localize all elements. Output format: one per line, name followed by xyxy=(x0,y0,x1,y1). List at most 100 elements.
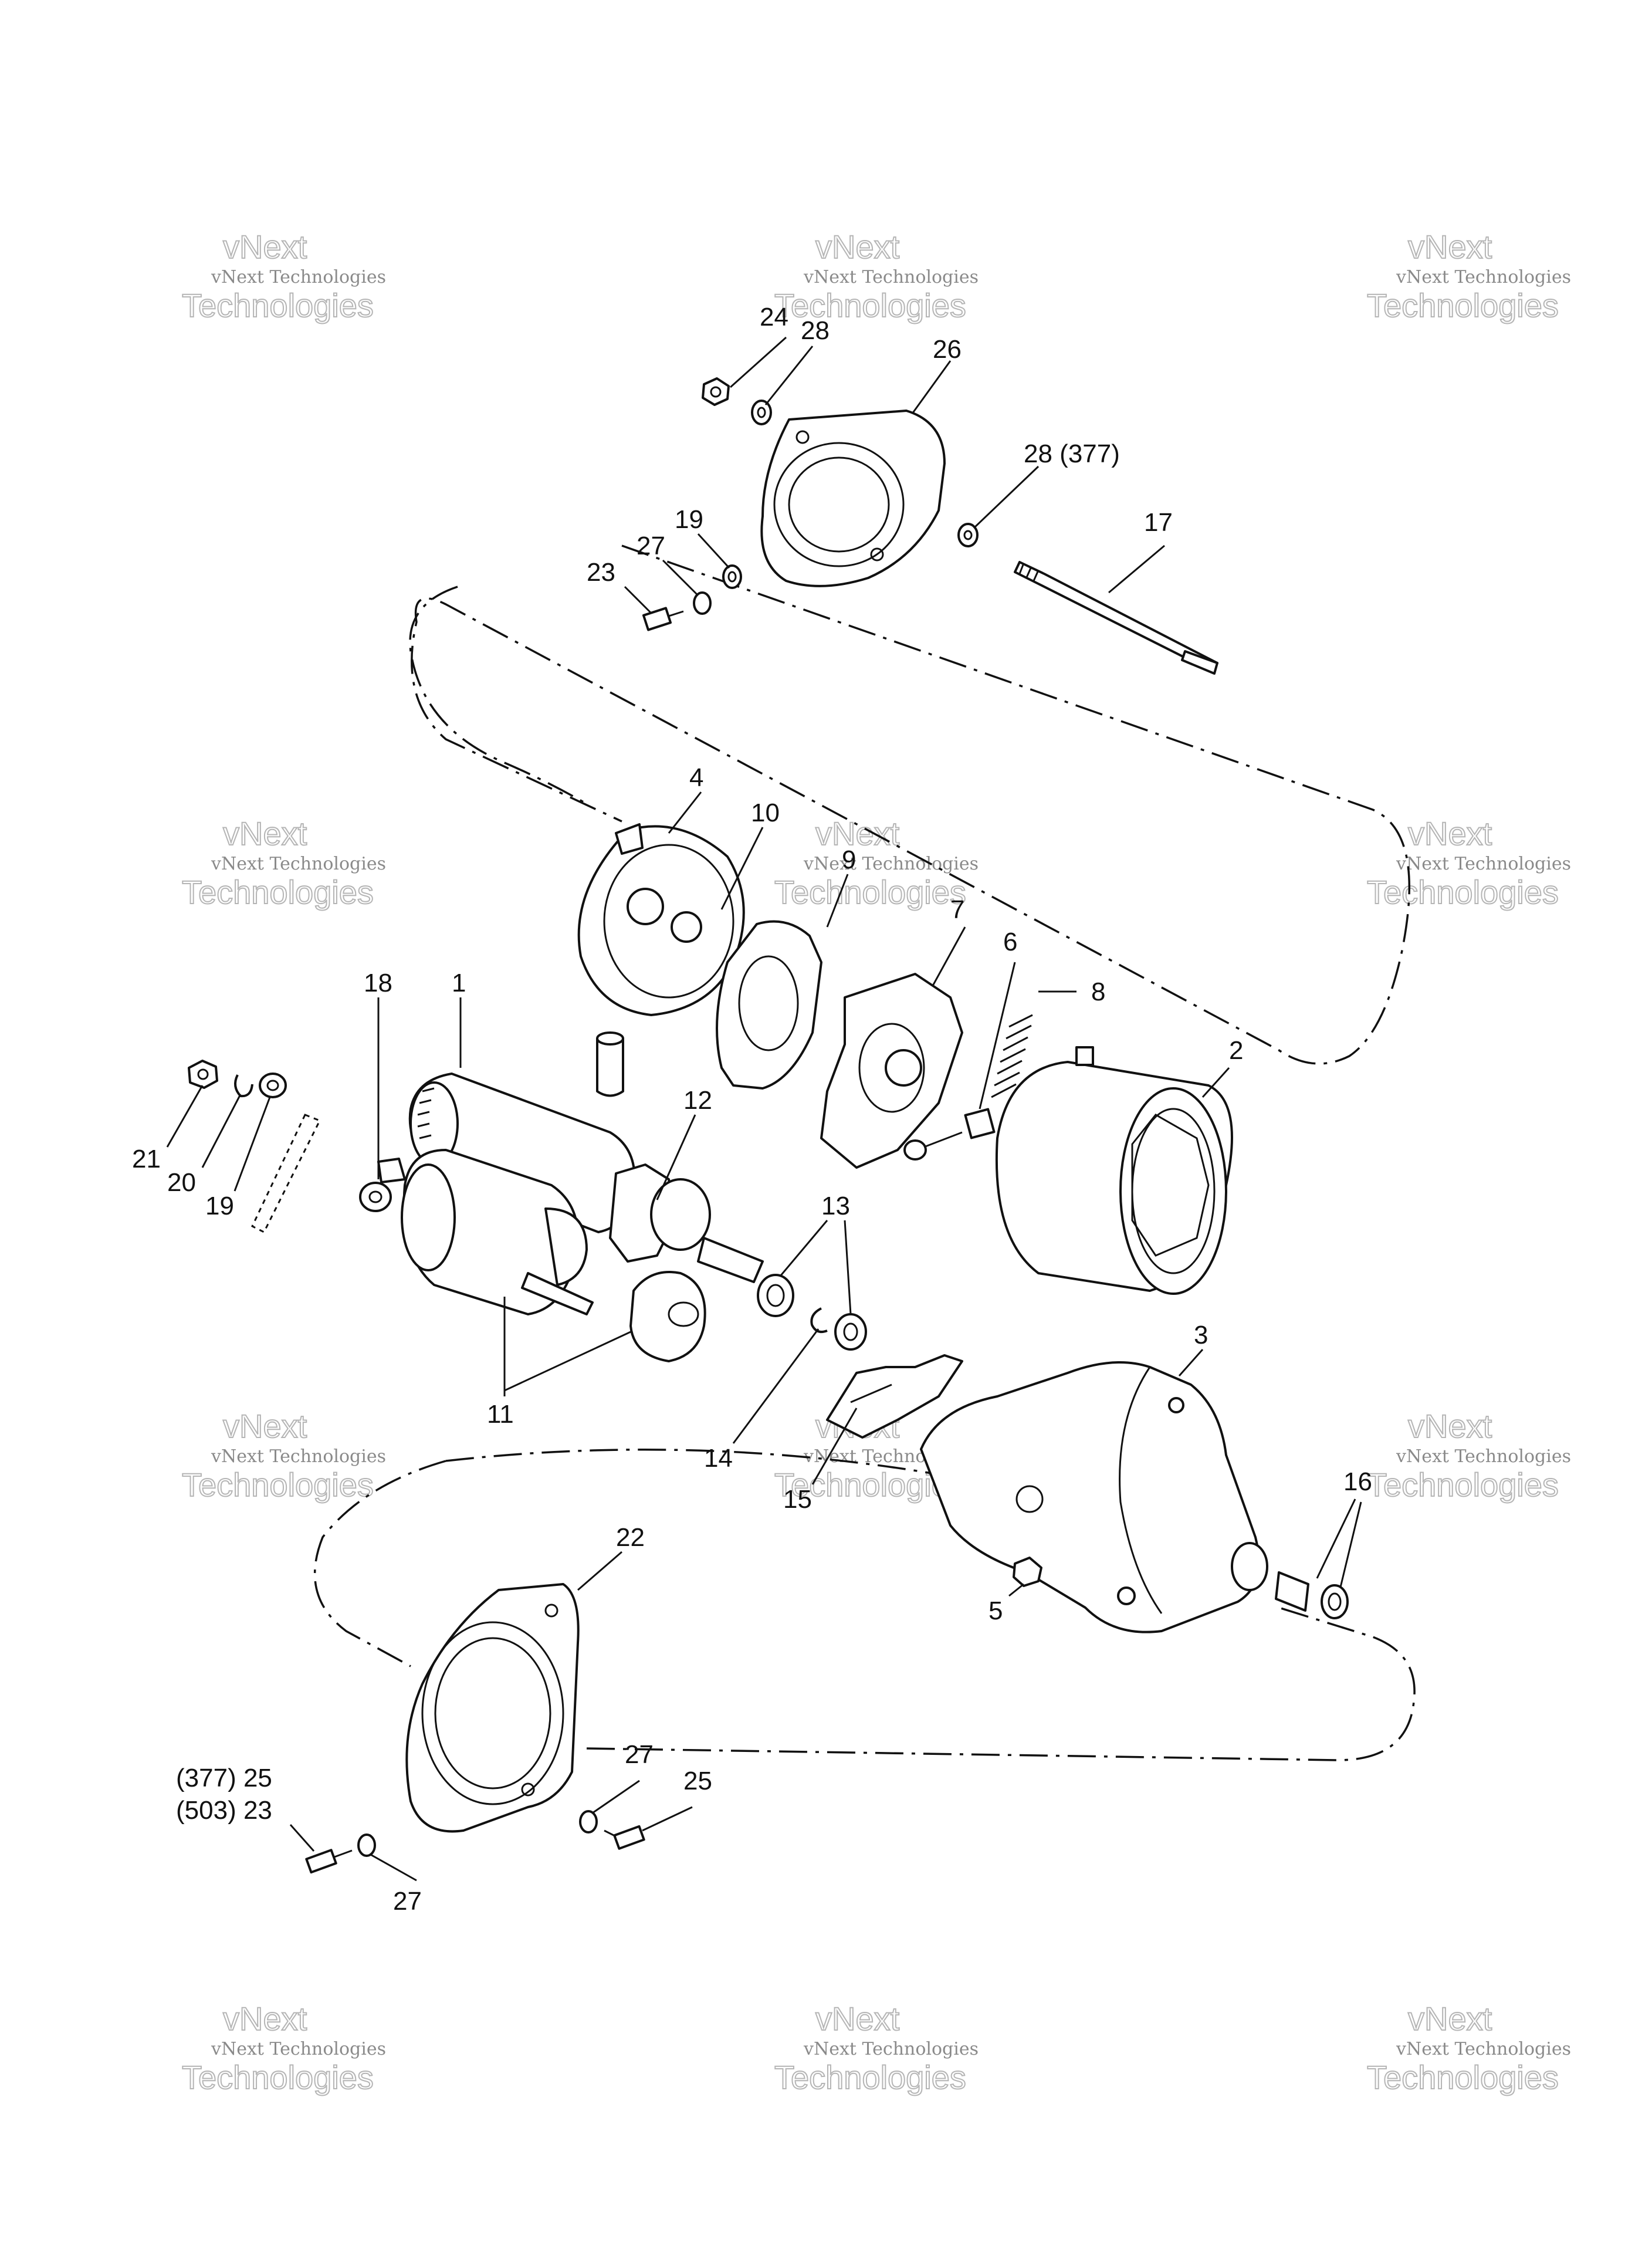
callout-16: 16 xyxy=(1343,1467,1372,1496)
svg-text:vNext: vNext xyxy=(1408,228,1492,265)
svg-text:Technologies: Technologies xyxy=(1367,287,1559,324)
watermark-lower-left: vNext vNext Technologies Technologies xyxy=(181,1407,386,1504)
nut-5 xyxy=(1013,1557,1042,1587)
svg-text:vNext: vNext xyxy=(1408,815,1492,852)
bushing-16 xyxy=(1275,1571,1349,1619)
washer-28-377 xyxy=(957,523,979,547)
svg-text:vNext: vNext xyxy=(815,815,900,852)
callout-28-377: 28 (377) xyxy=(1024,439,1120,468)
screw-25-left xyxy=(305,1849,353,1874)
brush-6 xyxy=(964,1108,996,1139)
lower-group-outline-top xyxy=(445,1449,963,1480)
callout-25-right: 25 xyxy=(683,1767,712,1795)
svg-text:vNext Technologies: vNext Technologies xyxy=(1396,854,1571,874)
callout-2: 2 xyxy=(1229,1036,1243,1065)
svg-text:vNext: vNext xyxy=(223,2000,307,2037)
watermark-lower-right: vNext vNext Technologies Technologies xyxy=(1366,1407,1571,1504)
callout-503-23: (503) 23 xyxy=(176,1796,272,1825)
callout-19-left: 19 xyxy=(205,1192,234,1220)
screw-23-top xyxy=(642,607,684,631)
brush-holder-7 xyxy=(820,973,963,1169)
washer-27-left xyxy=(357,1833,376,1857)
callout-21: 21 xyxy=(132,1145,161,1173)
callout-27-top: 27 xyxy=(637,532,665,560)
callout-7: 7 xyxy=(950,895,964,924)
bearing-13 xyxy=(757,1274,794,1317)
svg-text:vNext Technologies: vNext Technologies xyxy=(211,854,386,874)
through-bolt-17 xyxy=(1014,561,1218,675)
svg-text:Technologies: Technologies xyxy=(774,874,966,911)
svg-text:vNext Technologies: vNext Technologies xyxy=(1396,2039,1571,2059)
lever-15 xyxy=(826,1354,963,1439)
washer-20 xyxy=(234,1074,253,1098)
washer-27-right xyxy=(579,1810,598,1833)
svg-text:vNext Technologies: vNext Technologies xyxy=(803,267,979,287)
svg-text:Technologies: Technologies xyxy=(182,2059,374,2096)
drive-housing-3 xyxy=(920,1361,1268,1633)
svg-text:Technologies: Technologies xyxy=(774,2059,966,2096)
upper-group-outline xyxy=(411,544,1411,1065)
lower-group-outline xyxy=(313,1460,1416,1761)
callout-8: 8 xyxy=(1091,977,1105,1006)
svg-text:Technologies: Technologies xyxy=(1367,2059,1559,2096)
callout-3: 3 xyxy=(1194,1321,1208,1349)
svg-text:vNext: vNext xyxy=(223,228,307,265)
svg-text:Technologies: Technologies xyxy=(1367,874,1559,911)
callout-28: 28 xyxy=(801,316,830,345)
leader-lines xyxy=(166,336,1362,1882)
callout-15: 15 xyxy=(783,1485,812,1514)
watermark-mid-right: vNext vNext Technologies Technologies xyxy=(1366,814,1571,911)
callout-5: 5 xyxy=(989,1596,1003,1625)
callout-24: 24 xyxy=(760,303,788,331)
watermark-bottom-right: vNext vNext Technologies Technologies xyxy=(1366,2000,1571,2096)
callout-26: 26 xyxy=(933,335,962,364)
stud-dashed xyxy=(251,1114,321,1234)
svg-text:vNext: vNext xyxy=(1408,2000,1492,2037)
solenoid-11 xyxy=(377,1149,594,1315)
svg-text:Technologies: Technologies xyxy=(774,287,966,324)
housing-2 xyxy=(995,1046,1233,1295)
svg-text:vNext: vNext xyxy=(223,1408,307,1445)
svg-text:vNext: vNext xyxy=(223,815,307,852)
screw-25-right xyxy=(604,1825,645,1850)
callout-6: 6 xyxy=(1003,928,1017,956)
callout-18: 18 xyxy=(364,969,392,997)
nut-24 xyxy=(702,377,730,406)
callout-19-top: 19 xyxy=(675,505,703,534)
callout-10: 10 xyxy=(751,799,780,827)
callout-12: 12 xyxy=(683,1086,712,1115)
callout-20: 20 xyxy=(167,1168,196,1197)
washer-18 xyxy=(359,1182,392,1212)
watermark-top-right: vNext vNext Technologies Technologies xyxy=(1366,228,1571,324)
callout-22: 22 xyxy=(616,1523,645,1552)
callout-4: 4 xyxy=(689,763,703,792)
watermark-top-center: vNext vNext Technologies Technologies xyxy=(774,228,979,324)
nut-21 xyxy=(188,1060,218,1089)
upper-group-outline-left xyxy=(409,586,587,805)
svg-text:vNext Technologies: vNext Technologies xyxy=(803,854,979,874)
svg-text:vNext Technologies: vNext Technologies xyxy=(211,2039,386,2059)
svg-text:Technologies: Technologies xyxy=(182,874,374,911)
svg-text:vNext: vNext xyxy=(1408,1408,1492,1445)
pinion-gear-12 xyxy=(609,1163,764,1283)
callout-27-right: 27 xyxy=(625,1740,654,1769)
end-cap-4 xyxy=(577,823,745,1016)
svg-text:vNext Technologies: vNext Technologies xyxy=(1396,1446,1571,1467)
callout-13: 13 xyxy=(821,1192,850,1220)
bracket-26 xyxy=(760,410,946,587)
washer-19-top xyxy=(722,564,742,589)
bushing-10 xyxy=(596,1031,624,1097)
plate-9 xyxy=(716,920,822,1090)
svg-text:Technologies: Technologies xyxy=(182,287,374,324)
spring-8 xyxy=(991,1014,1033,1098)
callout-17: 17 xyxy=(1144,508,1173,537)
watermark-bottom-center: vNext vNext Technologies Technologies xyxy=(774,2000,979,2096)
solenoid-cap-11 xyxy=(629,1271,706,1362)
washer-19-left xyxy=(259,1073,287,1098)
washer-13 xyxy=(834,1313,867,1351)
svg-text:Technologies: Technologies xyxy=(1367,1466,1559,1503)
watermark-mid-center: vNext vNext Technologies Technologies xyxy=(774,814,979,911)
svg-text:vNext Technologies: vNext Technologies xyxy=(803,2039,979,2059)
callout-27-bottom: 27 xyxy=(393,1887,422,1916)
